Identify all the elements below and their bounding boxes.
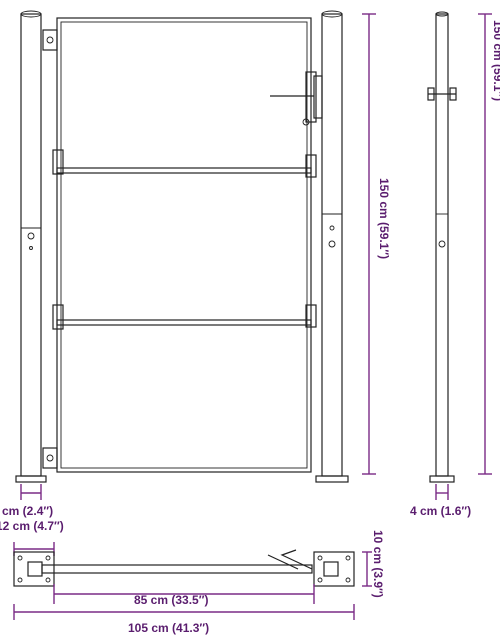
- left-post: [15, 10, 47, 483]
- hinges: [42, 29, 64, 469]
- top-view: 10 cm (3.9″) 85 cm (33.5″) 105 cm (41.3″…: [13, 530, 385, 635]
- right-post: [305, 10, 349, 483]
- label-height-gate: 150 cm (59.1″): [377, 178, 391, 259]
- label-total-width: 105 cm (41.3″): [128, 621, 209, 635]
- label-plate-depth: 10 cm (3.9″): [371, 530, 385, 598]
- label-opening-width: 85 cm (33.5″): [134, 593, 208, 607]
- latch: [270, 71, 323, 126]
- label-height-post: 150 cm (59.1″): [491, 20, 500, 101]
- gate-panel: [56, 17, 312, 473]
- label-post-width: 6 cm (2.4″): [0, 504, 53, 518]
- dimension-side-width: 4 cm (1.6″): [410, 484, 471, 518]
- dimension-height-side: 150 cm (59.1″): [478, 13, 500, 475]
- label-side-width: 4 cm (1.6″): [410, 504, 471, 518]
- dimension-height: 150 cm (59.1″): [362, 13, 391, 475]
- dimension-post-width: 6 cm (2.4″): [0, 484, 53, 518]
- label-base-width: 12 cm (4.7″): [0, 519, 64, 533]
- side-post: [427, 11, 457, 483]
